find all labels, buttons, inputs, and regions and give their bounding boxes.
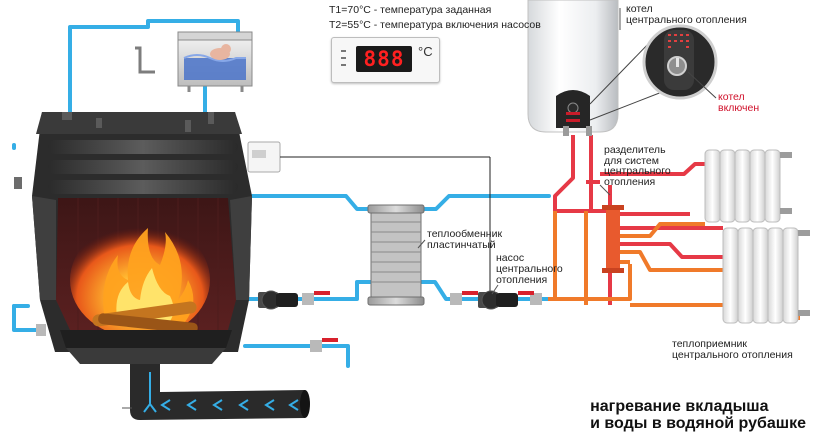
circulation-pump-icon (478, 290, 518, 310)
label-boiler-on-line: включен (718, 102, 760, 114)
logs (92, 301, 198, 334)
caption-line: нагревание вкладыша (590, 398, 769, 415)
hot-pipes (548, 135, 800, 320)
label-pump-line: центрального (496, 263, 563, 275)
diagram-caption: нагревание вкладыша и воды в водяной руб… (590, 398, 806, 432)
thermostat-display: 888 °C (331, 37, 440, 83)
label-manifold: разделитель для систем центрального отоп… (604, 145, 671, 187)
label-radiators: теплоприемник центрального отопления (672, 339, 793, 361)
label-leaders (417, 8, 621, 295)
label-boiler-on-line: котел (718, 91, 745, 103)
manifold (602, 205, 624, 273)
thermostat-screen: 888 (356, 46, 412, 72)
legend-t1: T1=70°C - температура заданная (329, 4, 492, 16)
plate-heat-exchanger (367, 204, 425, 306)
red-lever-valve-icon (450, 291, 478, 305)
circulation-pump-icon (258, 290, 298, 310)
label-radiators-line: теплоприемник (672, 338, 748, 350)
label-manifold-line: для систем (604, 154, 659, 167)
expansion-tank (135, 31, 253, 92)
label-manifold-line: разделитель (604, 144, 666, 156)
stove (14, 112, 491, 364)
red-lever-valve-icon (36, 324, 46, 336)
label-heat-exchanger: теплообменник пластинчатый (427, 229, 502, 251)
label-pump-line: насос (496, 252, 525, 264)
radiator-upper (704, 149, 792, 223)
label-radiators-line: центрального отопления (672, 349, 793, 361)
label-boiler-line: центрального отопления (626, 14, 747, 26)
label-manifold-line: центрального (604, 165, 671, 177)
label-boiler-on: котел включен (718, 92, 759, 114)
radiator-lower (722, 227, 810, 324)
red-lever-valve-icon (310, 338, 338, 352)
label-heat-exchanger-line: теплообменник (427, 228, 503, 240)
caption-line: и воды в водяной рубашке (590, 415, 806, 432)
red-lever-valve-icon (302, 291, 330, 305)
gas-boiler (527, 0, 619, 136)
label-manifold-line: отопления (604, 175, 656, 188)
boiler-control-zoom (589, 24, 718, 121)
red-lever-valve-icon (518, 291, 542, 305)
label-heat-exchanger-line: пластинчатый (427, 239, 496, 251)
thermostat-indicators (341, 50, 347, 71)
thermostat-digits: 888 (363, 47, 405, 71)
thermostat-unit: °C (418, 44, 433, 59)
label-pump-line: отопления (496, 274, 548, 286)
label-boiler: котел центрального отопления (626, 4, 747, 26)
air-duct (122, 364, 310, 420)
label-pump: насос центрального отопления (496, 253, 563, 286)
temperature-legend: T1=70°C - температура заданная T2=55°C -… (329, 3, 541, 33)
label-boiler-line: котел (626, 3, 653, 15)
legend-t2: T2=55°C - температура включения насосов (329, 19, 541, 31)
